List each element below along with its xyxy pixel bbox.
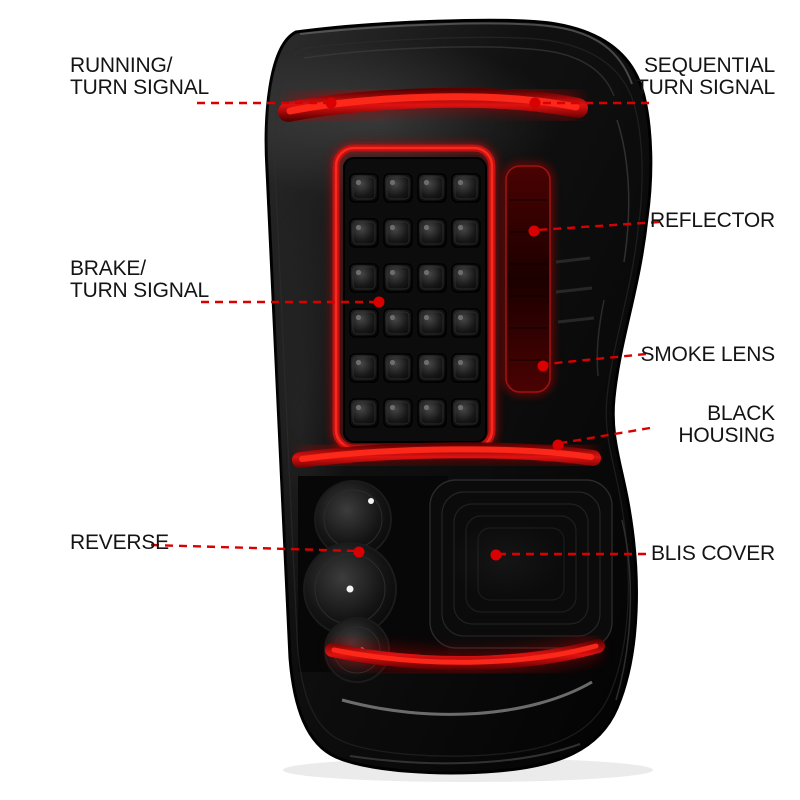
callout-label-sequential-turn-signal: SEQUENTIAL TURN SIGNAL <box>636 54 775 99</box>
callout-label-black-housing: BLACK HOUSING <box>678 402 775 447</box>
bottom-trim <box>341 680 593 765</box>
leader-smoke-lens <box>545 352 647 366</box>
callout-dots <box>325 97 564 561</box>
callout-label-reverse: REVERSE <box>70 531 169 554</box>
leader-reflector <box>536 220 660 232</box>
callout-dot-running <box>325 97 337 109</box>
mid-light-bar <box>292 437 601 473</box>
callout-dot-sequential <box>529 97 541 109</box>
bottom-light-bar <box>325 634 605 676</box>
callout-dot-reverse <box>353 546 365 558</box>
reverse-led-dot <box>368 498 374 504</box>
reverse-led-dot <box>346 585 354 593</box>
callout-dot-smoke-lens <box>537 360 549 372</box>
callout-dot-black-housing <box>552 439 564 451</box>
callout-label-smoke-lens: SMOKE LENS <box>640 343 775 366</box>
callout-dot-blis-cover <box>490 549 502 561</box>
leader-black-housing <box>560 426 651 445</box>
callout-label-running-turn-signal: RUNNING/ TURN SIGNAL <box>70 54 209 99</box>
callout-label-blis-cover: BLIS COVER <box>650 542 775 565</box>
reverse-lens-group <box>298 476 448 683</box>
blis-cover-panel <box>429 479 613 649</box>
callout-dot-brake <box>373 296 385 308</box>
callout-leader-lines <box>150 101 660 556</box>
callout-label-brake-turn-signal: BRAKE/ TURN SIGNAL <box>70 257 209 302</box>
callout-label-reflector: REFLECTOR <box>650 209 775 232</box>
top-edge-highlight <box>299 22 633 85</box>
callout-dot-reflector <box>528 225 540 237</box>
inner-bezel-line <box>274 36 643 757</box>
reflector-lens <box>502 162 554 396</box>
top-inner-seam <box>303 46 615 97</box>
leader-reverse <box>150 543 358 553</box>
brake-led-array <box>343 157 487 443</box>
